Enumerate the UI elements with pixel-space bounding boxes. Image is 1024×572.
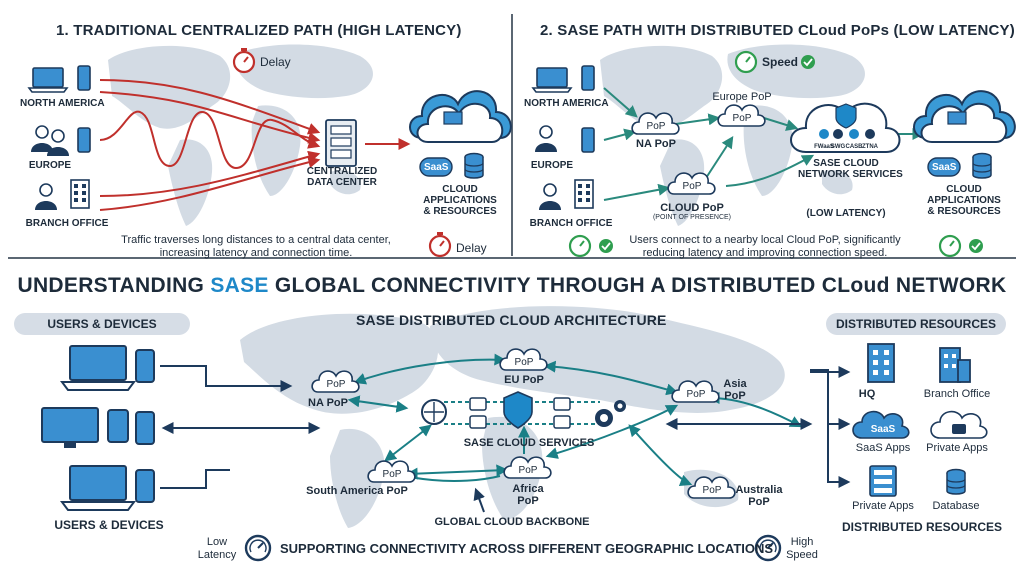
delay-timer-icon-bottom [428, 232, 452, 258]
footer-caption: SUPPORTING CONNECTIVITY ACROSS DIFFERENT… [280, 541, 774, 556]
saas-apps-label: SaaS Apps [855, 442, 911, 454]
sase-path-title: 2. SASE PATH WITH DISTRIBUTED CLoud PoPs… [540, 22, 1015, 39]
global-cloud-backbone-label: GLOBAL CLOUD BACKBONE [434, 516, 590, 528]
saas-apps-cloud-icon [852, 410, 910, 439]
delay-timer-icon-top [232, 48, 256, 74]
main-title: UNDERSTANDING SASE GLOBAL CONNECTIVITY T… [17, 274, 1007, 297]
source-europe: EUROPE [28, 160, 72, 171]
eu-pop-cloud-text: PoP [514, 357, 534, 368]
cloud-pop-label: CLOUD PoP [660, 202, 724, 214]
main-title-highlight: SASE [210, 274, 269, 297]
service-fwaas: FWaaS [814, 144, 834, 150]
speed-timer-icon [734, 50, 815, 74]
eu-pop-label: EU PoP [504, 374, 544, 386]
top-left-red-paths [99, 79, 411, 211]
service-casb: CASB [845, 144, 863, 150]
sase-cloud-services-label: SASE CLOUD SERVICES [463, 437, 595, 449]
point-of-presence-label: (POINT OF PRESENCE) [652, 214, 732, 221]
na-pop-cloud-text-bottom: PoP [326, 379, 346, 390]
users-devices-label: USERS & DEVICES [54, 518, 164, 532]
traditional-path-note: Traffic traverses long distances to a ce… [121, 234, 391, 259]
south-america-pop-label: South America PoP [306, 485, 408, 497]
low-latency-label-top: (LOW LATENCY) [806, 208, 886, 219]
saas-cloud-text: SaaS [870, 424, 896, 435]
source-branch-office: BRANCH OFFICE [25, 218, 109, 229]
branch-office-label: Branch Office [923, 388, 991, 400]
data-center-server-icon [325, 119, 357, 167]
top-left-cloud-icon [409, 90, 512, 143]
delay-label-bottom: Delay [456, 241, 487, 255]
delay-label-top: Delay [260, 55, 291, 69]
sase-path-note: Users connect to a nearby local Cloud Po… [629, 234, 901, 259]
source-north-america: NORTH AMERICA [20, 98, 105, 109]
asia-pop-cloud-text: PoP [686, 389, 706, 400]
low-latency-gauge-icon [244, 534, 272, 562]
service-ztna: ZTNA [862, 144, 878, 150]
architecture-title: SASE DISTRIBUTED CLOUD ARCHITECTURE [356, 312, 667, 328]
top-left-saas-db [419, 152, 484, 179]
private-apps-server-icon [869, 465, 897, 497]
top-right-branch-icons [538, 179, 594, 211]
south-america-pop-cloud-text: PoP [382, 469, 402, 480]
sase-source-branch-office: BRANCH OFFICE [529, 218, 613, 229]
world-map-top-left [108, 44, 373, 226]
traditional-path-title: 1. TRADITIONAL CENTRALIZED PATH (HIGH LA… [56, 22, 462, 39]
private-apps-label-server: Private Apps [852, 500, 914, 512]
saas-badge-label: SaaS [424, 162, 449, 173]
users-devices-pill: USERS & DEVICES [14, 313, 190, 335]
private-apps-cloud-icon [930, 410, 988, 439]
sase-source-north-america: NORTH AMERICA [524, 98, 609, 109]
na-pop-label-bottom: NA PoP [308, 397, 348, 409]
africa-pop-cloud-text: PoP [518, 465, 538, 476]
cloud-pop-cloud-text: PoP [682, 181, 702, 192]
bottom-left-connectors [160, 365, 321, 489]
sase-network-services-cloud [790, 102, 901, 153]
distributed-resources-label: DISTRIBUTED RESOURCES [842, 520, 1003, 534]
service-swg: SWG [830, 144, 846, 150]
speed-label: Speed [762, 55, 799, 69]
top-right-saas-db [927, 152, 992, 179]
fast-timer-check-left [568, 234, 613, 258]
na-pop-cloud-text: PoP [646, 121, 666, 132]
top-right-green-paths [603, 87, 925, 201]
database-label: Database [932, 500, 980, 512]
bottom-right-connectors [665, 366, 851, 488]
sase-saas-badge-label: SaaS [932, 162, 957, 173]
fast-timer-check-right [938, 234, 983, 258]
top-left-eu-people [30, 125, 91, 157]
bottom-user-devices [41, 345, 155, 511]
hq-label: HQ [858, 388, 876, 400]
top-right-eu-people [534, 125, 595, 153]
top-left-branch-icons [34, 179, 90, 211]
na-pop-label: NA PoP [636, 138, 676, 150]
sase-services-chain [421, 391, 626, 429]
australia-pop-cloud-text: PoP [702, 485, 722, 496]
sase-source-europe: EUROPE [530, 160, 574, 171]
distributed-resources-pill: DISTRIBUTED RESOURCES [826, 313, 1006, 335]
hq-building-icon [867, 343, 895, 383]
backbone-pointer [473, 487, 485, 513]
top-left-na-devices [28, 65, 91, 93]
top-right-cloud-icon [913, 90, 1016, 143]
europe-pop-cloud-text: PoP [732, 113, 752, 124]
top-right-na-devices [532, 65, 595, 93]
private-apps-label-cloud: Private Apps [926, 442, 988, 454]
branch-office-building-icon [939, 347, 971, 383]
database-icon [946, 468, 966, 495]
europe-pop-label: Europe PoP [712, 91, 772, 103]
